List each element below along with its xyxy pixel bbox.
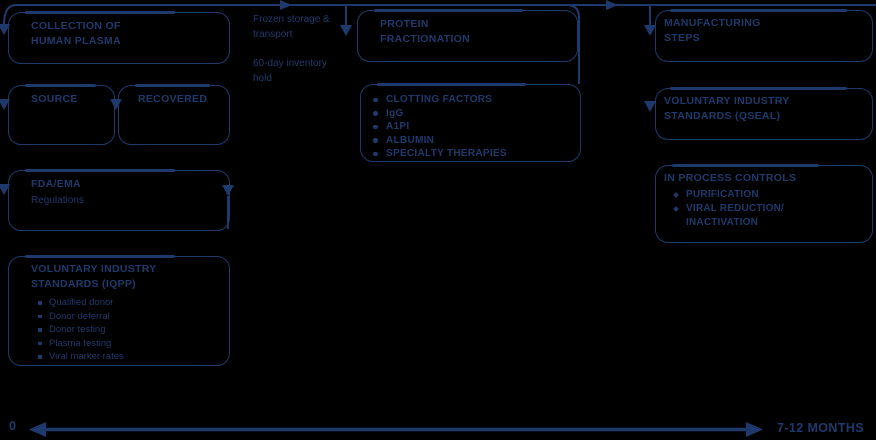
- in-process-controls-box: IN PROCESS CONTROLS PURIFICATION VIRAL R…: [655, 164, 873, 243]
- inventory-note: 60-day inventory hold: [253, 58, 327, 84]
- fda-ema-subtitle: Regulations: [31, 195, 84, 206]
- list-item: A1PI: [373, 120, 580, 134]
- arrow-right-icon: [280, 0, 292, 10]
- list-item: CLOTTING FACTORS: [373, 93, 580, 107]
- list-item: Plasma testing: [38, 337, 221, 351]
- list-item: VIRAL REDUCTION/ INACTIVATION: [673, 202, 866, 230]
- iqpp-standards-box: VOLUNTARY INDUSTRY STANDARDS (IQPP) Qual…: [8, 255, 230, 366]
- collection-title: COLLECTION OF HUMAN PLASMA: [31, 20, 121, 47]
- source-title: SOURCE: [31, 93, 78, 105]
- fda-ema-title: FDA/EMA: [31, 178, 81, 190]
- arrow-left-icon: [29, 422, 46, 437]
- fractionation-box: PROTEIN FRACTIONATION: [357, 9, 578, 62]
- in-process-controls-list: PURIFICATION VIRAL REDUCTION/ INACTIVATI…: [673, 188, 866, 230]
- list-item: Qualified donor: [38, 296, 221, 310]
- recovered-title: RECOVERED: [138, 93, 208, 105]
- recovered-box: RECOVERED: [118, 84, 230, 145]
- arrow-right-icon: [606, 0, 618, 10]
- timeline-start-label: 0: [9, 419, 17, 433]
- fda-ema-box: FDA/EMA Regulations: [8, 169, 230, 231]
- manufacturing-title: MANUFACTURING STEPS: [664, 17, 761, 44]
- list-item: PURIFICATION: [673, 188, 866, 202]
- manufacturing-box: MANUFACTURING STEPS: [655, 9, 873, 62]
- qseal-standards-title: VOLUNTARY INDUSTRY STANDARDS (QSEAL): [664, 95, 790, 122]
- source-box: SOURCE: [8, 84, 115, 145]
- list-item: SPECIALTY THERAPIES: [373, 147, 580, 161]
- storage-note: Frozen storage & transport: [253, 14, 330, 40]
- timeline-end-label: 7-12 MONTHS: [777, 421, 865, 435]
- list-item: ALBUMIN: [373, 134, 580, 148]
- list-item: Donor testing: [38, 323, 221, 337]
- collection-box: COLLECTION OF HUMAN PLASMA: [8, 11, 230, 64]
- list-item: Donor deferral: [38, 310, 221, 324]
- arrow-right-icon: [746, 422, 763, 437]
- list-item: Viral marker rates: [38, 350, 221, 364]
- list-item: IgG: [373, 107, 580, 121]
- in-process-controls-title: IN PROCESS CONTROLS: [664, 172, 797, 184]
- iqpp-standards-title: VOLUNTARY INDUSTRY STANDARDS (IQPP): [31, 263, 157, 290]
- qseal-standards-box: VOLUNTARY INDUSTRY STANDARDS (QSEAL): [655, 87, 873, 140]
- fractionation-title: PROTEIN FRACTIONATION: [380, 18, 471, 45]
